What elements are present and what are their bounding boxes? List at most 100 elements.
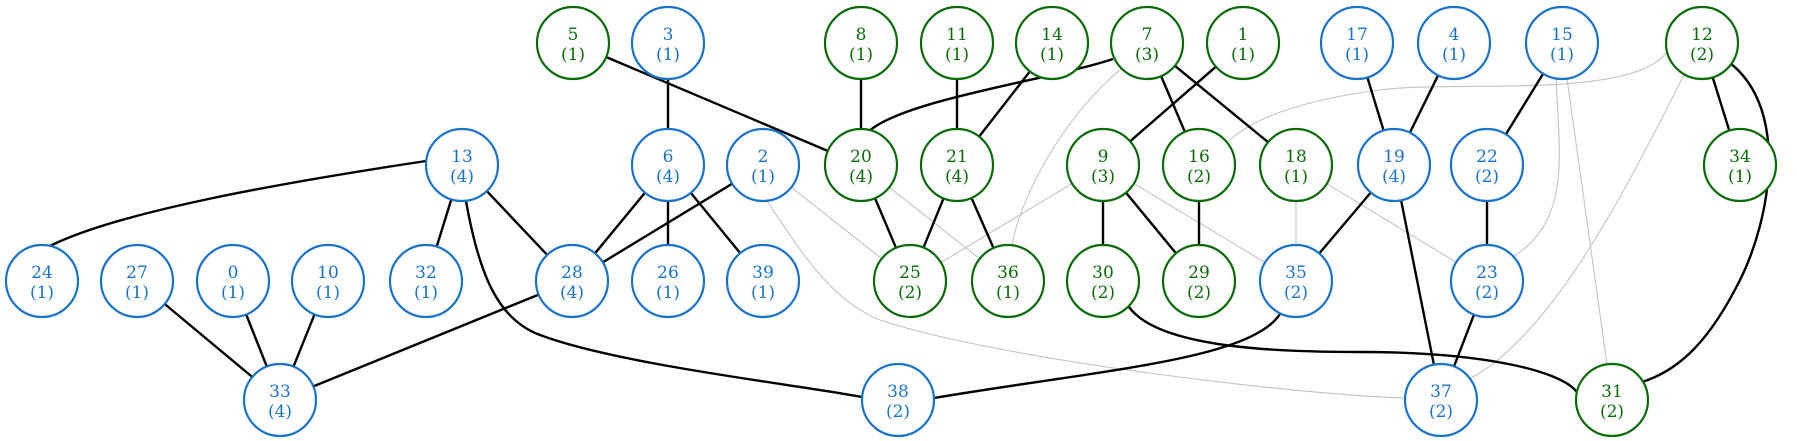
node-circle [1702,127,1778,203]
node-circle [242,362,318,438]
edge-7-20 [866,57,1114,134]
edge-2-25 [790,186,883,260]
node-29: 29(2) [1161,243,1237,319]
edge-7-18 [1174,64,1269,144]
node-9: 9(3) [1065,127,1141,203]
node-circle [860,362,936,438]
node-circle [630,243,706,319]
edge-6-39 [689,192,742,254]
node-count-label: (2) [1475,283,1499,303]
node-circle [919,5,995,81]
edge-9-25 [940,183,1073,263]
node-id-label: 6 [663,147,674,167]
node-id-label: 39 [752,263,774,283]
edge-28-33 [312,293,540,388]
edge-20-25 [873,197,898,249]
edge-21-36 [970,197,995,249]
node-id-label: 8 [856,25,867,45]
node-circle [1449,243,1525,319]
node-30: 30(2) [1065,243,1141,319]
node-id-label: 18 [1285,147,1307,167]
node-count-label: (1) [1231,45,1255,65]
node-id-label: 31 [1601,382,1623,402]
node-id-label: 14 [1041,25,1063,45]
edge-15-22 [1504,73,1545,135]
node-count-label: (1) [125,283,149,303]
edge-9-29 [1125,191,1177,255]
node-id-label: 25 [899,263,921,283]
node-28: 28(4) [534,243,610,319]
node-34: 34(1) [1702,127,1778,203]
node-count-label: (1) [656,283,680,303]
node-38: 38(2) [860,362,936,438]
node-count-label: (2) [886,402,910,422]
node-circle [424,127,500,203]
node-14: 14(1) [1014,5,1090,81]
edge-19-35 [1318,191,1372,255]
node-circle [970,243,1046,319]
node-id-label: 38 [887,382,909,402]
node-circle [823,5,899,81]
node-id-label: 1 [1238,25,1249,45]
edge-13-32 [435,199,453,247]
edge-15-23 [1512,78,1560,258]
node-id-label: 19 [1383,147,1405,167]
node-count-label: (2) [1475,167,1499,187]
node-13: 13(4) [424,127,500,203]
node-22: 22(2) [1449,127,1525,203]
node-id-label: 24 [31,263,53,283]
node-circle [1403,362,1479,438]
node-17: 17(1) [1319,5,1395,81]
node-2: 2(1) [725,127,801,203]
node-id-label: 16 [1188,147,1210,167]
node-circle [290,243,366,319]
node-35: 35(2) [1258,243,1334,319]
edge-14-21 [978,70,1031,138]
node-circle [1065,127,1141,203]
node-id-label: 32 [415,263,437,283]
node-count-label: (1) [656,45,680,65]
node-25: 25(2) [872,243,948,319]
edge-12-34 [1711,77,1731,131]
node-count-label: (1) [849,45,873,65]
node-circle [1449,127,1525,203]
node-26: 26(1) [630,243,706,319]
edge-12-37 [1470,74,1685,379]
node-count-label: (4) [945,167,969,187]
edge-4-19 [1408,74,1440,134]
node-circle [630,127,706,203]
node-3: 3(1) [630,5,706,81]
node-24: 24(1) [4,243,80,319]
node-21: 21(4) [919,127,995,203]
node-id-label: 17 [1346,25,1368,45]
node-count-label: (4) [1382,167,1406,187]
node-count-label: (4) [560,283,584,303]
node-id-label: 13 [451,147,473,167]
node-circle [1161,243,1237,319]
node-id-label: 22 [1476,147,1498,167]
node-circle [388,243,464,319]
node-id-label: 11 [946,25,968,45]
node-count-label: (1) [751,167,775,187]
node-27: 27(1) [99,243,175,319]
node-id-label: 29 [1188,263,1210,283]
node-count-label: (2) [898,283,922,303]
edge-13-24 [47,159,427,249]
node-id-label: 4 [1449,25,1460,45]
node-circle [1161,127,1237,203]
node-circle [195,243,271,319]
node-id-label: 0 [228,263,239,283]
node-id-label: 28 [561,263,583,283]
node-count-label: (1) [1040,45,1064,65]
node-19: 19(4) [1356,127,1432,203]
node-circle [725,243,801,319]
edge-5-20 [605,55,829,153]
edge-10-33 [292,313,316,368]
node-7: 7(3) [1109,5,1185,81]
node-5: 5(1) [535,5,611,81]
node-count-label: (3) [1091,167,1115,187]
node-count-label: (1) [30,283,54,303]
node-circle [872,243,948,319]
node-circle [1416,5,1492,81]
node-count-label: (1) [316,283,340,303]
